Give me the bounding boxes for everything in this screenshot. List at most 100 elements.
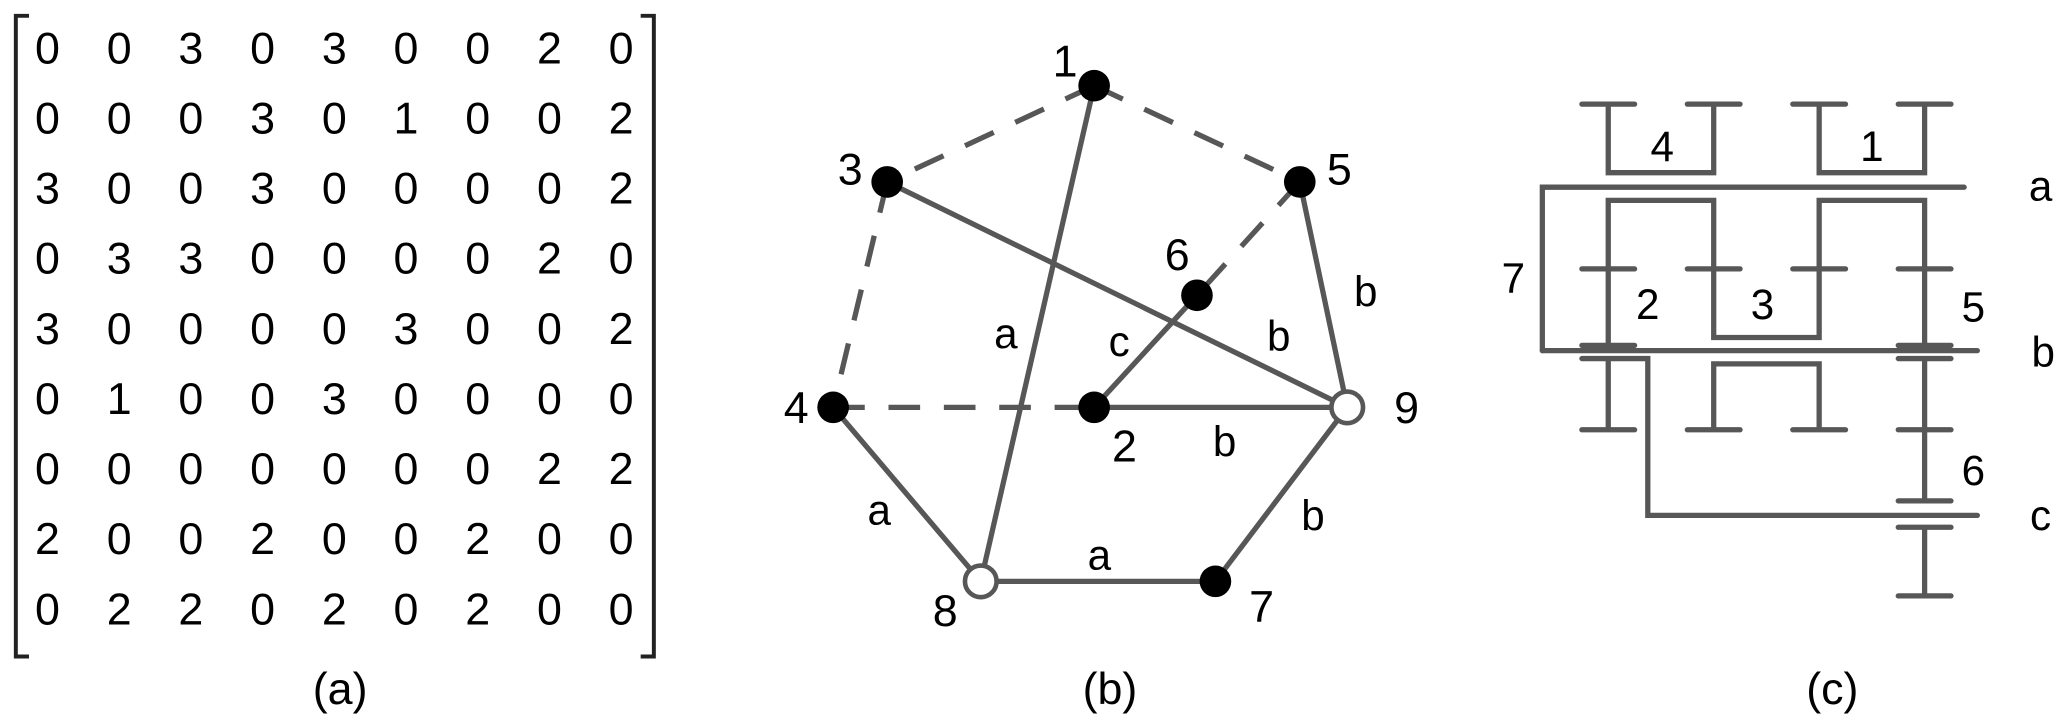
matrix-cell: 0	[465, 93, 490, 143]
matrix-cell: 3	[107, 234, 132, 284]
matrix-cell: 3	[322, 23, 347, 73]
matrix-cell: 0	[107, 304, 132, 354]
matrix-cell: 0	[465, 374, 490, 424]
matrix-cell: 0	[465, 164, 490, 214]
left-bracket	[13, 13, 30, 659]
matrix-cell: 0	[537, 374, 562, 424]
matrix-cell: 0	[394, 584, 419, 634]
matrix-cell: 0	[35, 23, 60, 73]
matrix-cell: 0	[178, 164, 203, 214]
matrix-cell: 2	[609, 444, 634, 494]
matrix-cell: 0	[178, 444, 203, 494]
shaft-c	[1579, 355, 1980, 519]
matrix-cell: 2	[609, 93, 634, 143]
edge-3-9	[884, 179, 1350, 410]
matrix-cell: 0	[107, 93, 132, 143]
edge-label: b	[1213, 418, 1236, 465]
matrix-cell: 0	[107, 23, 132, 73]
matrix-cell: 0	[465, 234, 490, 284]
matrix-cell: 0	[394, 514, 419, 564]
gear-label-7: 7	[1502, 255, 1525, 302]
matrix-cell: 2	[465, 584, 490, 634]
matrix-cell: 0	[250, 304, 275, 354]
matrix-cell: 2	[537, 23, 562, 73]
node-label: 4	[784, 383, 809, 433]
matrix-cell: 0	[609, 234, 634, 284]
gear-2	[1579, 197, 1954, 349]
shaft-a	[1539, 184, 1967, 354]
matrix-cell: 0	[178, 93, 203, 143]
matrix-cell: 0	[322, 444, 347, 494]
gear-5-6	[1895, 355, 1954, 599]
gear-label-3: 3	[1751, 281, 1774, 328]
edge-label: b	[1301, 492, 1324, 539]
node-label: 3	[838, 145, 863, 195]
matrix-cell: 0	[107, 444, 132, 494]
matrix-cell: 2	[322, 584, 347, 634]
edge-1-5	[1093, 83, 1301, 185]
matrix-cell: 3	[394, 304, 419, 354]
matrix-cell: 3	[322, 374, 347, 424]
matrix-cell: 0	[250, 584, 275, 634]
node-2	[1078, 391, 1110, 424]
caption-c: (c)	[1806, 664, 1858, 714]
caption-b: (b)	[1083, 664, 1138, 714]
edge-label: b	[1354, 268, 1377, 315]
gear-label-6: 6	[1962, 447, 1985, 494]
matrix-cell: 0	[107, 164, 132, 214]
matrix-cell: 0	[35, 93, 60, 143]
matrix-cell: 2	[537, 444, 562, 494]
node-4	[817, 391, 849, 424]
shaft-label-a: a	[2029, 162, 2053, 209]
matrix-cell: 0	[394, 23, 419, 73]
matrix-cell: 3	[35, 164, 60, 214]
edge-label: a	[994, 310, 1018, 357]
shaft-label-c: c	[2030, 492, 2051, 539]
edge-label: b	[1267, 313, 1290, 360]
gear-3	[1579, 355, 1849, 433]
matrix-cell: 0	[35, 444, 60, 494]
gear-lines	[1539, 101, 1980, 599]
matrix-cell: 2	[35, 514, 60, 564]
matrix-cell: 0	[609, 23, 634, 73]
edge-1-3	[886, 83, 1096, 185]
matrix-cell: 0	[250, 444, 275, 494]
matrix-cell: 3	[250, 93, 275, 143]
node-label: 8	[933, 586, 958, 636]
matrix-cell: 0	[35, 234, 60, 284]
matrix-cell: 3	[178, 23, 203, 73]
shaft-label-b: b	[2032, 328, 2055, 375]
matrix-cell: 0	[322, 234, 347, 284]
matrix-cell: 1	[394, 93, 419, 143]
node-6	[1181, 279, 1213, 312]
matrix-cell: 0	[394, 234, 419, 284]
matrix-cell: 0	[394, 164, 419, 214]
edge-1-8	[978, 83, 1097, 584]
node-label: 2	[1112, 421, 1137, 471]
matrix-cell: 2	[178, 584, 203, 634]
edge-5-6	[1195, 180, 1302, 298]
matrix-cell: 0	[394, 444, 419, 494]
node-label: 9	[1394, 383, 1419, 433]
matrix-cell: 3	[35, 304, 60, 354]
edge-3-4	[830, 181, 890, 408]
edge-9-7	[1212, 404, 1350, 584]
matrix-cell: 0	[465, 304, 490, 354]
matrix-cell: 2	[609, 304, 634, 354]
gear-train-diagram: 4 1 2 3 5 6 7 a b c (c)	[1502, 101, 2055, 714]
node-label: 6	[1165, 230, 1190, 280]
matrix-cell: 0	[322, 164, 347, 214]
node-8	[962, 563, 999, 600]
matrix-cell: 0	[250, 374, 275, 424]
matrix-cell: 1	[107, 374, 132, 424]
matrix-cell: 0	[465, 444, 490, 494]
gear-1	[1790, 101, 1954, 176]
edge-label: c	[1109, 318, 1130, 365]
matrix-cell: 0	[178, 304, 203, 354]
matrix-cell: 0	[609, 514, 634, 564]
matrix-cell: 0	[322, 514, 347, 564]
node-3	[871, 166, 903, 198]
matrix-cell: 0	[537, 93, 562, 143]
